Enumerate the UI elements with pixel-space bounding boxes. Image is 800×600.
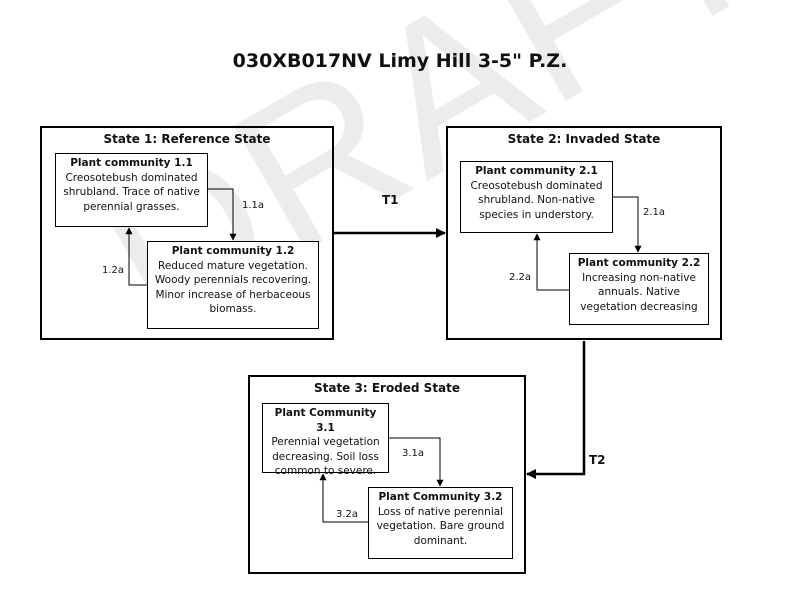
plant-community-3-1: Plant Community 3.1 Perennial vegetation… (262, 403, 389, 477)
plant-community-1-1-desc: Creosotebush dominated shrubland. Trace … (63, 171, 200, 213)
plant-community-1-1-title: Plant community 1.1 (70, 157, 193, 169)
state-2-title: State 2: Invaded State (507, 132, 661, 146)
plant-community-3-2-desc: Loss of native perennial vegetation. Bar… (376, 505, 505, 547)
plant-community-1-1: Plant community 1.1 Creosotebush dominat… (55, 153, 208, 227)
pathway-2-2a-label: 2.2a (509, 272, 532, 283)
plant-community-2-2-title: Plant community 2.2 (577, 257, 701, 269)
plant-community-2-2-desc: Increasing non-native annuals. Native ve… (580, 271, 698, 313)
pathway-3-2a-label: 3.2a (336, 509, 359, 520)
plant-community-1-2-desc: Reduced mature vegetation. Woody perenni… (154, 259, 312, 316)
diagram-title: 030XB017NV Limy Hill 3-5" P.Z. (232, 50, 568, 72)
pathway-1-1a-label: 1.1a (242, 200, 265, 211)
plant-community-2-1-title: Plant community 2.1 (475, 165, 598, 177)
state-2-box: State 2: Invaded State (446, 126, 722, 340)
state-3-box: State 3: Eroded State (248, 375, 526, 574)
plant-community-2-1-desc: Creosotebush dominated shrubland. Non-na… (470, 179, 603, 221)
plant-community-3-2-title: Plant Community 3.2 (378, 491, 503, 503)
state-3-title: State 3: Eroded State (313, 381, 461, 395)
plant-community-2-1: Plant community 2.1 Creosotebush dominat… (460, 161, 613, 233)
plant-community-1-2-title: Plant community 1.2 (171, 245, 295, 257)
plant-community-1-2: Plant community 1.2 Reduced mature veget… (147, 241, 319, 329)
pathway-3-1a-label: 3.1a (402, 448, 425, 459)
state-1-title: State 1: Reference State (103, 132, 271, 146)
pathway-1-2a-label: 1.2a (102, 265, 125, 276)
transition-t2-arrow (526, 341, 586, 479)
plant-community-3-2: Plant Community 3.2 Loss of native peren… (368, 487, 513, 559)
plant-community-3-1-title: Plant Community 3.1 (274, 407, 377, 434)
plant-community-3-1-desc: Perennial vegetation decreasing. Soil lo… (271, 436, 380, 477)
transition-t1-label: T1 (382, 193, 399, 207)
plant-community-2-2: Plant community 2.2 Increasing non-nativ… (569, 253, 709, 325)
pathway-2-1a-label: 2.1a (643, 207, 666, 218)
transition-t2-label: T2 (589, 453, 606, 467)
state-1-box: State 1: Reference State (40, 126, 334, 340)
